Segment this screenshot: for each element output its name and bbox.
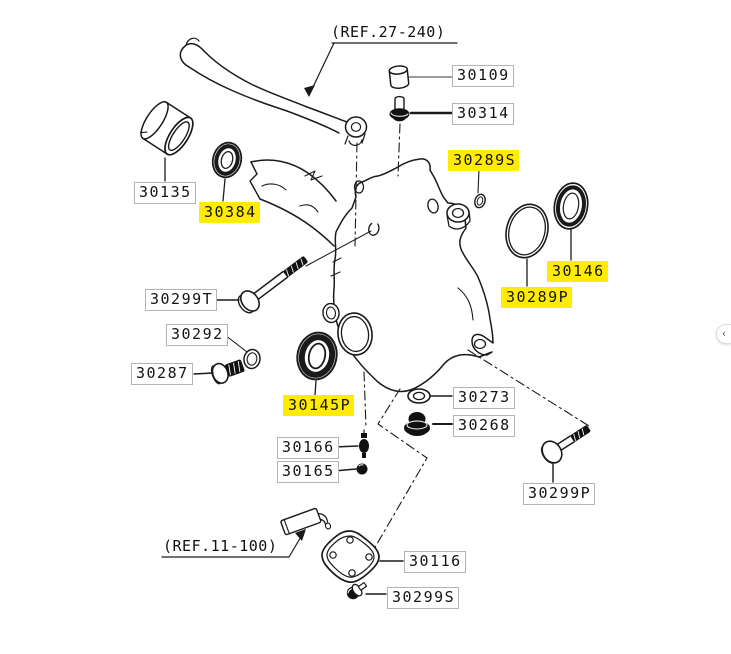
part-30299S-bolt (346, 581, 387, 600)
part-30384-seal (211, 141, 243, 202)
part-30165-ball (333, 463, 368, 475)
part-label-30165[interactable]: 30165 (277, 461, 339, 483)
part-label-30116[interactable]: 30116 (404, 551, 466, 573)
sealant-tube (161, 507, 332, 558)
part-label-30314[interactable]: 30314 (452, 103, 514, 125)
part-label-30273[interactable]: 30273 (453, 387, 515, 409)
part-label-30146[interactable]: 30146 (547, 261, 608, 282)
part-30268-nut (404, 412, 453, 436)
part-label-30268[interactable]: 30268 (453, 415, 515, 437)
ref-label-11-100: (REF.11-100) (163, 537, 278, 555)
part-30166-detent (333, 429, 369, 458)
part-label-30299T[interactable]: 30299T (145, 289, 218, 311)
part-30292-ring (224, 334, 261, 370)
part-30135-sleeve (140, 100, 194, 182)
part-label-30289S[interactable]: 30289S (448, 150, 520, 171)
part-label-30145P[interactable]: 30145P (283, 395, 355, 416)
part-label-30292[interactable]: 30292 (166, 324, 228, 346)
part-30289P-oring (505, 203, 549, 287)
part-label-30299S[interactable]: 30299S (387, 587, 460, 609)
part-30289S-ring (474, 168, 486, 209)
assembly-axis-lines (354, 123, 590, 550)
extension-snout (249, 159, 337, 247)
part-label-30299P[interactable]: 30299P (523, 483, 596, 505)
ref-27-240-leader (304, 42, 458, 97)
part-label-30384[interactable]: 30384 (199, 202, 260, 223)
ref-label-27-240: (REF.27-240) (331, 23, 446, 41)
part-label-30287[interactable]: 30287 (131, 363, 193, 385)
part-30287-plug (193, 359, 245, 385)
part-30146-seal (553, 182, 589, 261)
part-30299T-bolt (208, 230, 372, 314)
panel-toggle-button[interactable]: ‹ (716, 324, 731, 344)
part-30299P-bolt (540, 425, 591, 483)
part-label-30109[interactable]: 30109 (452, 65, 514, 87)
part-label-30289P[interactable]: 30289P (501, 287, 573, 308)
part-30145P-seal (296, 331, 338, 396)
part-30116-gasket (321, 530, 404, 583)
part-30314-plug (389, 95, 454, 122)
shift-arm-part (179, 37, 368, 146)
chevron-left-icon: ‹ (721, 327, 727, 340)
part-label-30166[interactable]: 30166 (277, 437, 339, 459)
part-30273-washer (407, 388, 453, 404)
transfer-case-housing (322, 158, 494, 393)
part-30109-cap (388, 65, 453, 89)
part-label-30135[interactable]: 30135 (134, 182, 196, 204)
